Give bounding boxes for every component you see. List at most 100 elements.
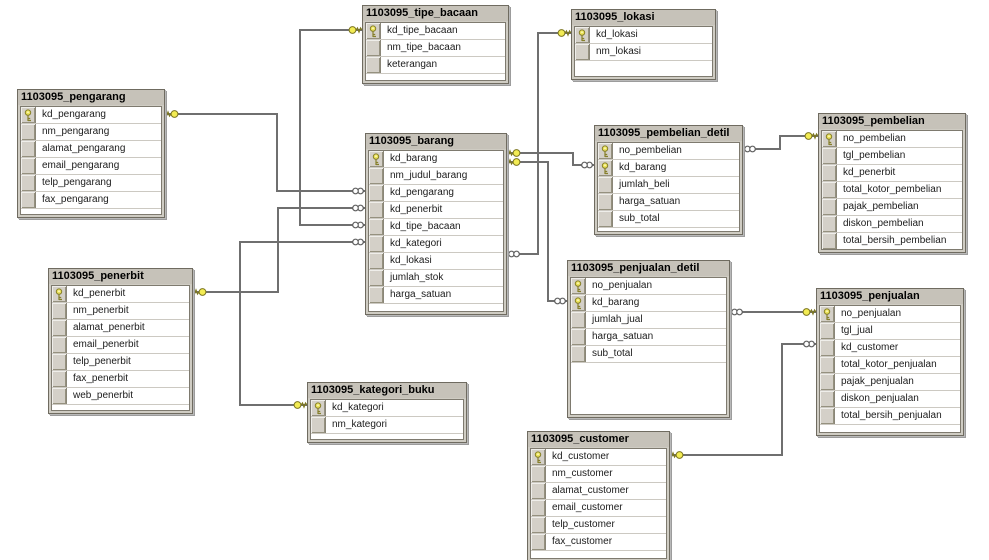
- row-selector-pk[interactable]: [311, 400, 326, 416]
- field-row[interactable]: tgl_pembelian: [822, 148, 962, 165]
- field-row[interactable]: sub_total: [598, 211, 739, 228]
- field-row[interactable]: total_kotor_pembelian: [822, 182, 962, 199]
- field-row[interactable]: fax_customer: [531, 534, 666, 551]
- row-selector[interactable]: [52, 354, 67, 370]
- relationship-pembelian-to-pembelian_detil[interactable]: [743, 132, 819, 153]
- relationship-line[interactable]: [165, 113, 365, 192]
- row-selector[interactable]: [820, 374, 835, 390]
- row-selector[interactable]: [52, 303, 67, 319]
- field-row[interactable]: no_penjualan: [820, 306, 960, 323]
- row-selector[interactable]: [598, 177, 613, 193]
- field-row[interactable]: email_pengarang: [21, 158, 161, 175]
- row-selector[interactable]: [369, 219, 384, 235]
- field-row[interactable]: nm_customer: [531, 466, 666, 483]
- relationship-kategori_buku-to-barang[interactable]: [239, 238, 365, 409]
- table-title[interactable]: 1103095_penerbit: [49, 269, 192, 284]
- row-selector[interactable]: [369, 185, 384, 201]
- row-selector[interactable]: [820, 408, 835, 424]
- row-selector[interactable]: [575, 44, 590, 60]
- table-title[interactable]: 1103095_pembelian_detil: [595, 126, 742, 141]
- row-selector[interactable]: [52, 371, 67, 387]
- row-selector[interactable]: [531, 500, 546, 516]
- field-row[interactable]: jumlah_beli: [598, 177, 739, 194]
- field-row[interactable]: jumlah_stok: [369, 270, 503, 287]
- field-row[interactable]: kd_barang: [369, 151, 503, 168]
- field-row[interactable]: no_pembelian: [598, 143, 739, 160]
- table-title[interactable]: 1103095_customer: [528, 432, 669, 447]
- row-selector[interactable]: [822, 182, 837, 198]
- field-row[interactable]: pajak_penjualan: [820, 374, 960, 391]
- field-row[interactable]: kd_pengarang: [21, 107, 161, 124]
- field-row[interactable]: diskon_pembelian: [822, 216, 962, 233]
- field-row[interactable]: total_kotor_penjualan: [820, 357, 960, 374]
- relationship-lokasi-to-barang[interactable]: [507, 29, 572, 258]
- row-selector-pk[interactable]: [21, 107, 36, 123]
- relationship-customer-to-penjualan[interactable]: [669, 340, 816, 459]
- row-selector[interactable]: [369, 270, 384, 286]
- table-title[interactable]: 1103095_lokasi: [572, 10, 715, 25]
- field-row[interactable]: harga_satuan: [571, 329, 726, 346]
- row-selector[interactable]: [820, 357, 835, 373]
- row-selector-pk[interactable]: [822, 131, 837, 147]
- field-row[interactable]: kd_customer: [820, 340, 960, 357]
- row-selector[interactable]: [531, 517, 546, 533]
- field-row[interactable]: kd_barang: [571, 295, 726, 312]
- relationship-line[interactable]: [670, 343, 816, 456]
- field-row[interactable]: diskon_penjualan: [820, 391, 960, 408]
- table-title[interactable]: 1103095_penjualan: [817, 289, 963, 304]
- relationship-barang-to-penjualan_detil[interactable]: [506, 158, 567, 305]
- row-selector[interactable]: [369, 202, 384, 218]
- relationship-line[interactable]: [239, 241, 365, 406]
- field-row[interactable]: alamat_customer: [531, 483, 666, 500]
- field-row[interactable]: no_pembelian: [822, 131, 962, 148]
- relationship-penerbit-to-barang[interactable]: [192, 204, 365, 296]
- row-selector[interactable]: [21, 192, 36, 208]
- row-selector[interactable]: [598, 211, 613, 227]
- row-selector[interactable]: [369, 236, 384, 252]
- row-selector[interactable]: [21, 141, 36, 157]
- row-selector[interactable]: [21, 124, 36, 140]
- field-row[interactable]: email_penerbit: [52, 337, 189, 354]
- row-selector[interactable]: [822, 216, 837, 232]
- field-row[interactable]: nm_pengarang: [21, 124, 161, 141]
- field-row[interactable]: kd_tipe_bacaan: [366, 23, 505, 40]
- field-row[interactable]: nm_penerbit: [52, 303, 189, 320]
- field-row[interactable]: nm_lokasi: [575, 44, 712, 61]
- field-row[interactable]: telp_penerbit: [52, 354, 189, 371]
- field-row[interactable]: web_penerbit: [52, 388, 189, 405]
- field-row[interactable]: kd_tipe_bacaan: [369, 219, 503, 236]
- relationship-line[interactable]: [743, 135, 818, 150]
- field-row[interactable]: harga_satuan: [369, 287, 503, 304]
- row-selector[interactable]: [311, 417, 326, 433]
- row-selector[interactable]: [52, 388, 67, 404]
- row-selector[interactable]: [369, 168, 384, 184]
- field-row[interactable]: harga_satuan: [598, 194, 739, 211]
- field-row[interactable]: pajak_pembelian: [822, 199, 962, 216]
- row-selector[interactable]: [369, 253, 384, 269]
- field-row[interactable]: kd_kategori: [311, 400, 463, 417]
- field-row[interactable]: kd_penerbit: [369, 202, 503, 219]
- field-row[interactable]: keterangan: [366, 57, 505, 74]
- field-row[interactable]: telp_customer: [531, 517, 666, 534]
- field-row[interactable]: email_customer: [531, 500, 666, 517]
- field-row[interactable]: tgl_jual: [820, 323, 960, 340]
- table-title[interactable]: 1103095_tipe_bacaan: [363, 6, 508, 21]
- field-row[interactable]: nm_judul_barang: [369, 168, 503, 185]
- row-selector-pk[interactable]: [571, 295, 586, 311]
- table-title[interactable]: 1103095_penjualan_detil: [568, 261, 729, 276]
- field-row[interactable]: total_bersih_penjualan: [820, 408, 960, 425]
- relationship-tipe_bacaan-to-barang[interactable]: [299, 26, 365, 229]
- field-row[interactable]: alamat_pengarang: [21, 141, 161, 158]
- row-selector-pk[interactable]: [369, 151, 384, 167]
- table-title[interactable]: 1103095_pengarang: [18, 90, 164, 105]
- field-row[interactable]: telp_pengarang: [21, 175, 161, 192]
- table-title[interactable]: 1103095_pembelian: [819, 114, 965, 129]
- row-selector[interactable]: [571, 312, 586, 328]
- row-selector[interactable]: [531, 483, 546, 499]
